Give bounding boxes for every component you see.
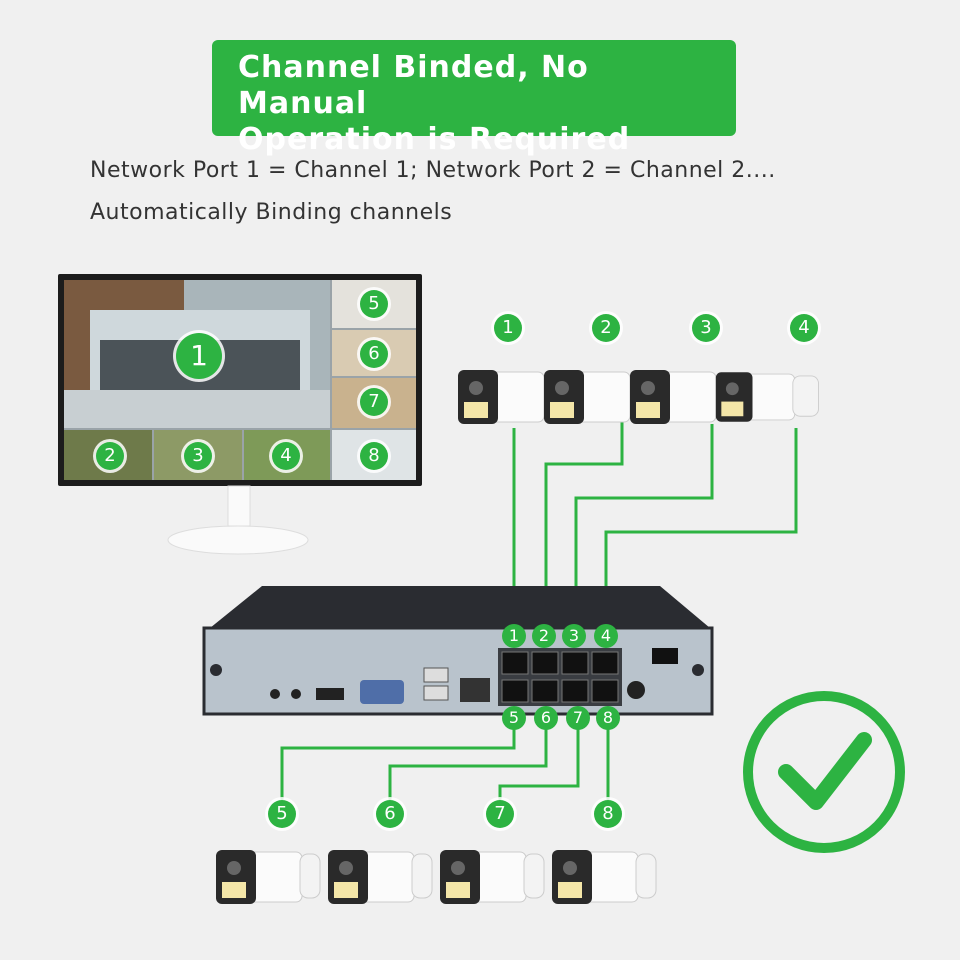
monitor-tile-7-label: 7 [360,388,388,416]
camera-3 [630,370,717,424]
monitor [58,274,422,555]
port-8-label: 8 [596,706,620,730]
check-icon [743,691,905,853]
camera-1 [458,370,545,424]
camera-2 [544,370,631,424]
camera-4 [715,372,819,422]
camera-6 [328,850,433,904]
monitor-tile-4-label: 4 [272,442,300,470]
port-1-label: 1 [502,624,526,648]
camera-5-label: 5 [268,800,296,828]
monitor-tile-6-label: 6 [360,340,388,368]
nvr-recorder [202,586,714,716]
camera-6-label: 6 [376,800,404,828]
camera-7 [440,850,545,904]
camera-8-label: 8 [594,800,622,828]
camera-2-label: 2 [592,314,620,342]
camera-3-label: 3 [692,314,720,342]
port-5-label: 5 [502,706,526,730]
title-banner: Channel Binded, No Manual Operation is R… [212,40,736,157]
monitor-tile-1-label: 1 [176,333,222,379]
camera-1-label: 1 [494,314,522,342]
camera-8 [552,850,657,904]
camera-4-label: 4 [790,314,818,342]
description-line-2: Automatically Binding channels [90,200,453,225]
description-line-1: Network Port 1 = Channel 1; Network Port… [90,158,776,183]
banner-line-1: Channel Binded, No Manual [238,50,589,121]
camera-7-label: 7 [486,800,514,828]
banner-line-2: Operation is Required [238,122,631,157]
monitor-tile-5-label: 5 [360,290,388,318]
port-4-label: 4 [594,624,618,648]
port-6-label: 6 [534,706,558,730]
port-7-label: 7 [566,706,590,730]
camera-5 [216,850,321,904]
port-3-label: 3 [562,624,586,648]
monitor-tile-8-label: 8 [360,442,388,470]
cable-lines [280,420,798,800]
port-2-label: 2 [532,624,556,648]
monitor-tile-3-label: 3 [184,442,212,470]
monitor-tile-2-label: 2 [96,442,124,470]
